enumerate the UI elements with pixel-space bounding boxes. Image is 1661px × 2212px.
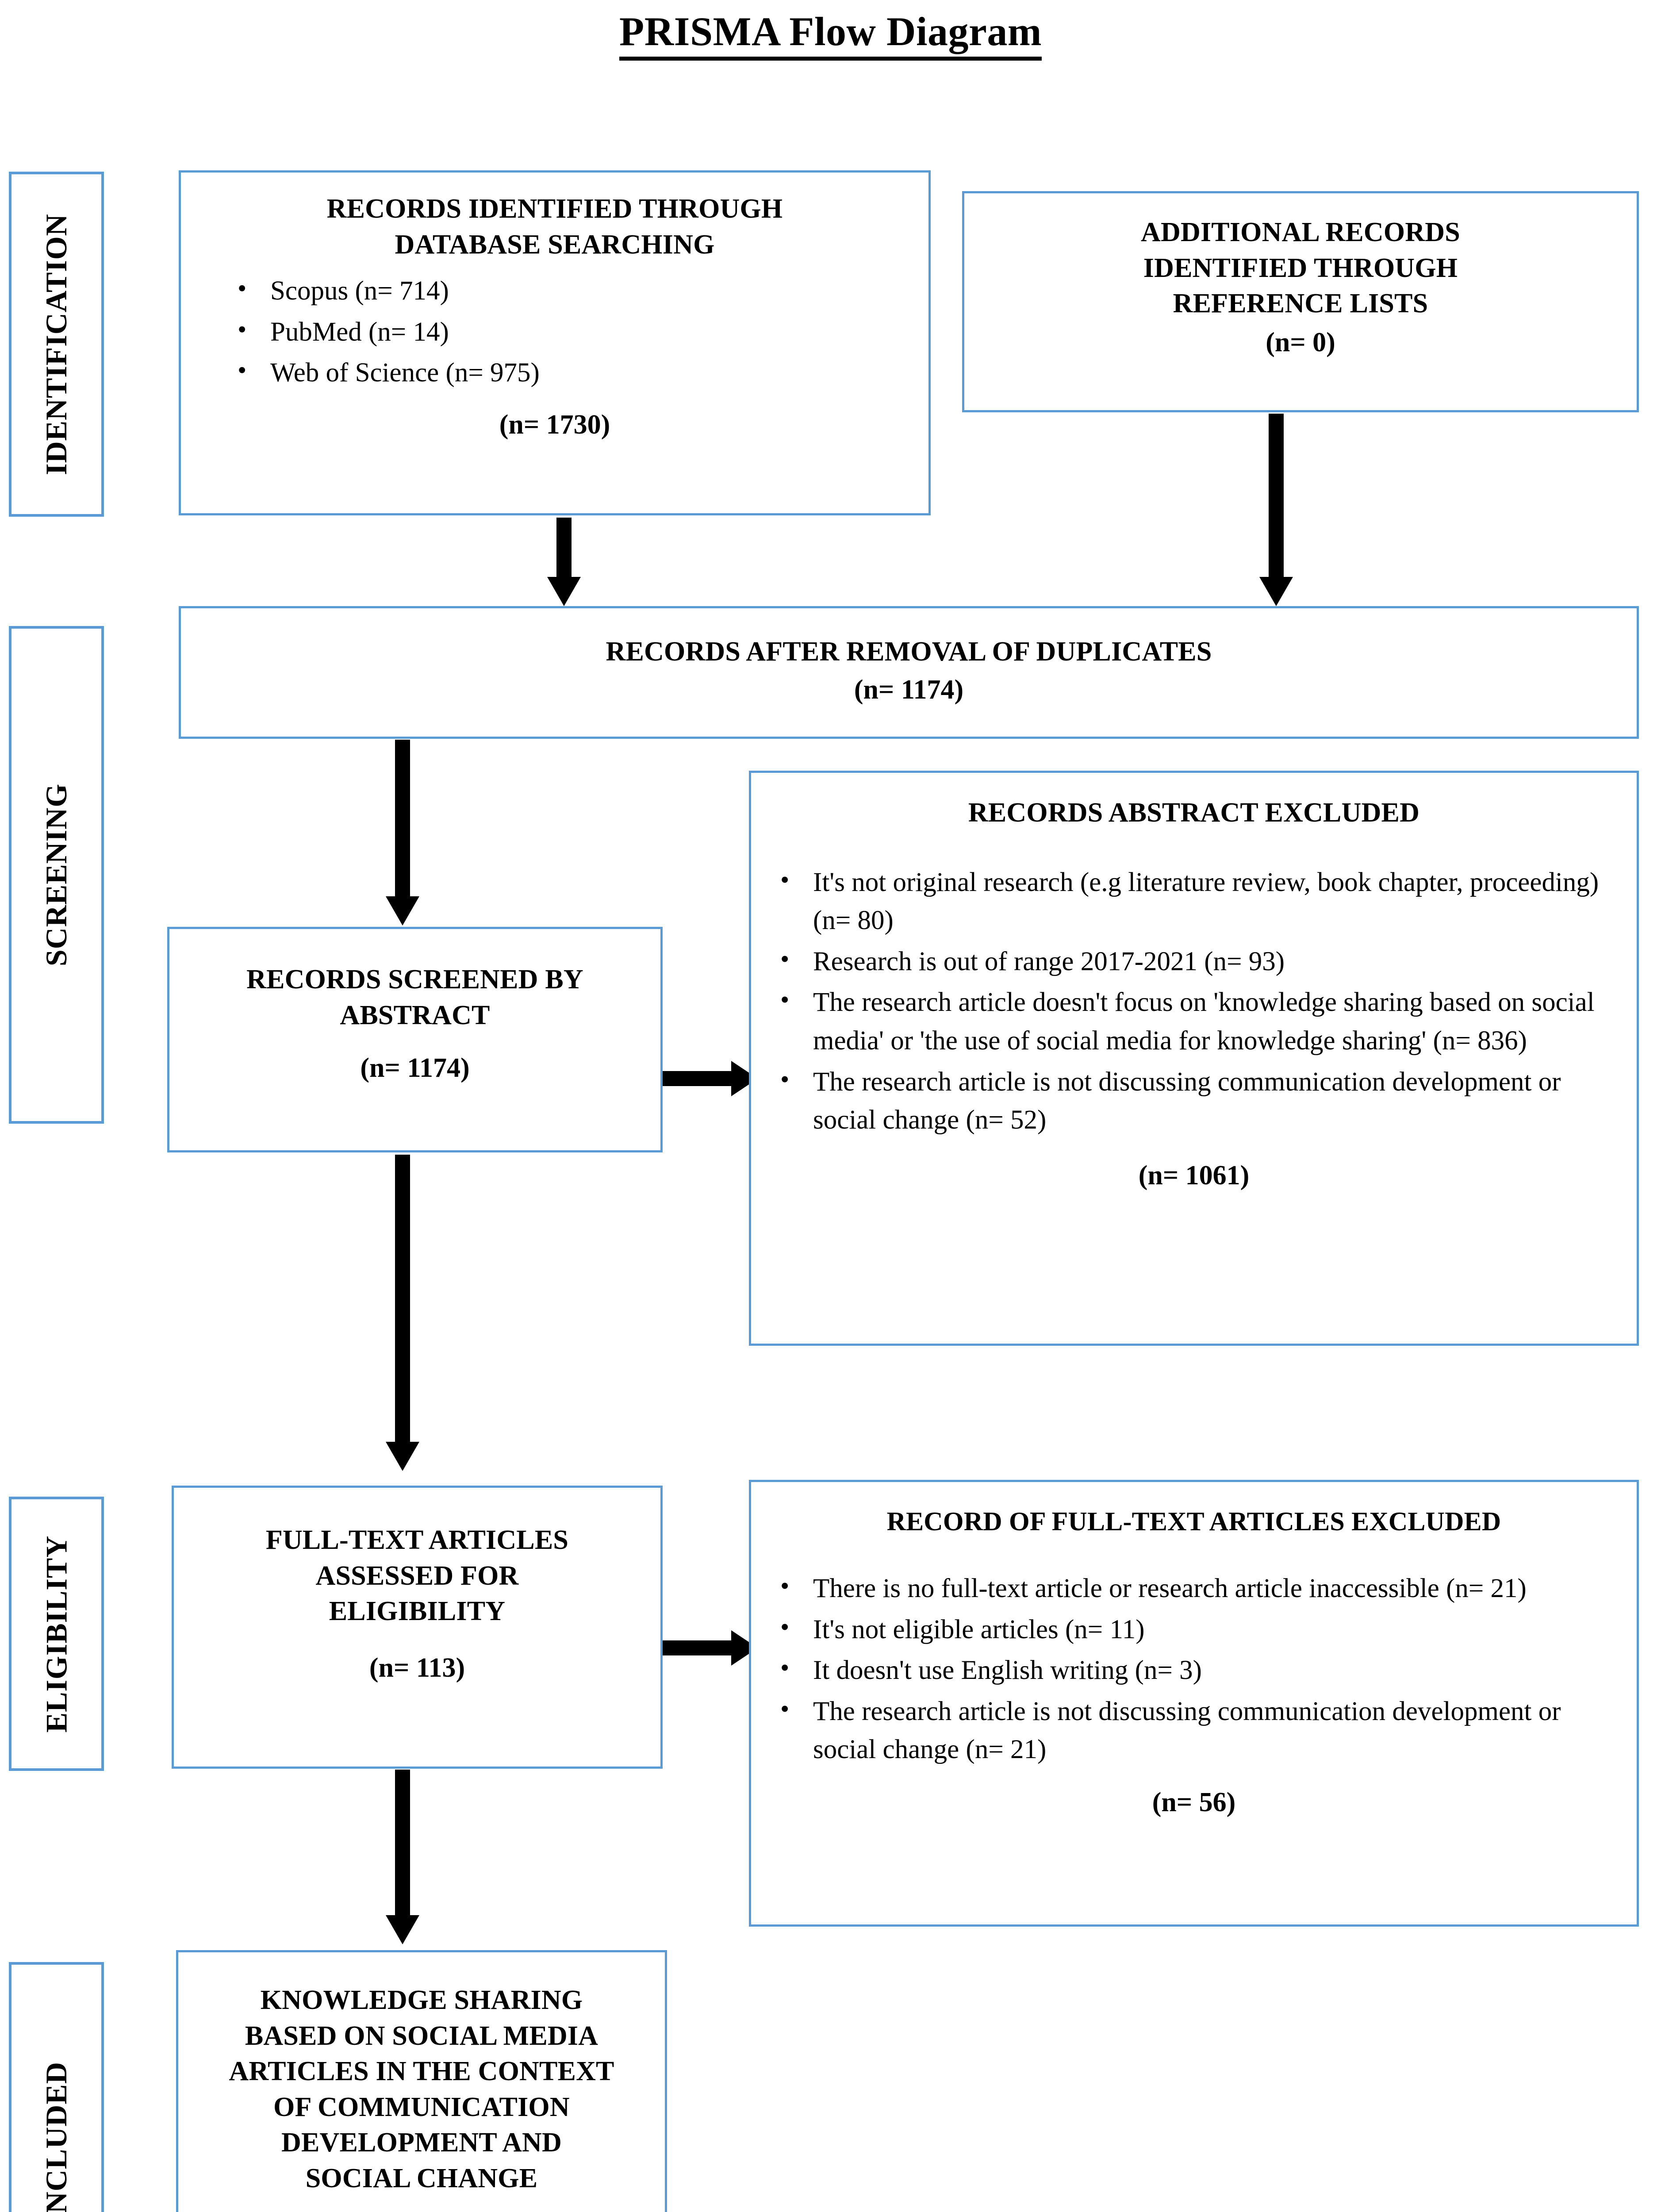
list-item: It's not original research (e.g literatu… bbox=[771, 862, 1617, 940]
box-fulltext-articles-assessed: FULL-TEXT ARTICLES ASSESSED FOR ELIGIBIL… bbox=[172, 1486, 663, 1769]
box-included-heading-line6: SOCIAL CHANGE bbox=[305, 2163, 538, 2193]
stage-label-included: INCLUDED bbox=[9, 1962, 104, 2212]
list-item: Web of Science (n= 975) bbox=[228, 352, 913, 392]
stage-label-eligibility-text: ELIGIBILITY bbox=[39, 1535, 73, 1732]
box-included-knowledge-sharing-articles: KNOWLEDGE SHARING BASED ON SOCIAL MEDIA … bbox=[176, 1950, 667, 2212]
box-included-heading: KNOWLEDGE SHARING BASED ON SOCIAL MEDIA … bbox=[188, 1982, 655, 2197]
list-item: It doesn't use English writing (n= 3) bbox=[771, 1650, 1617, 1690]
box-included-heading-line3: ARTICLES IN THE CONTEXT bbox=[229, 2056, 614, 2087]
box-records-identified-database-searching: RECORDS IDENTIFIED THROUGH DATABASE SEAR… bbox=[179, 170, 931, 515]
arrow-fulltext-to-included bbox=[374, 1770, 431, 1944]
list-item: PubMed (n= 14) bbox=[228, 311, 913, 352]
arrow-screened-to-fulltext bbox=[374, 1155, 431, 1471]
list-item: The research article is not discussing c… bbox=[771, 1061, 1617, 1140]
box-screened-abstract-heading-line1: RECORDS SCREENED BY bbox=[246, 964, 583, 995]
box-additional-records-heading-line1: ADDITIONAL RECORDS bbox=[1141, 217, 1460, 247]
box-abstract-excluded-heading: RECORDS ABSTRACT EXCLUDED bbox=[968, 798, 1420, 828]
box-records-abstract-excluded: RECORDS ABSTRACT EXCLUDED It's not origi… bbox=[749, 771, 1639, 1346]
box-fulltext-assessed-total: (n= 113) bbox=[369, 1652, 465, 1683]
arrow-additional-to-duplicates bbox=[1247, 414, 1305, 606]
list-item: The research article doesn't focus on 'k… bbox=[771, 982, 1617, 1060]
box-additional-records-total: (n= 0) bbox=[1266, 327, 1335, 357]
page-title-text: PRISMA Flow Diagram bbox=[619, 9, 1042, 61]
box-records-screened-by-abstract: RECORDS SCREENED BY ABSTRACT (n= 1174) bbox=[167, 927, 663, 1152]
list-item: The research article is not discussing c… bbox=[771, 1691, 1617, 1769]
arrow-screened-to-abstract-excluded bbox=[663, 1061, 758, 1096]
arrow-duplicates-to-screened bbox=[374, 740, 431, 926]
box-records-identified-heading: RECORDS IDENTIFIED THROUGH DATABASE SEAR… bbox=[197, 191, 913, 262]
box-records-after-removal-duplicates: RECORDS AFTER REMOVAL OF DUPLICATES (n= … bbox=[179, 606, 1639, 739]
box-fulltext-assessed-heading: FULL-TEXT ARTICLES ASSESSED FOR ELIGIBIL… bbox=[185, 1522, 649, 1629]
box-fulltext-excluded-total: (n= 56) bbox=[1152, 1787, 1236, 1818]
stage-label-screening: SCREENING bbox=[9, 626, 104, 1124]
box-fulltext-assessed-heading-line1: FULL-TEXT ARTICLES bbox=[265, 1525, 569, 1555]
stage-label-eligibility: ELIGIBILITY bbox=[9, 1497, 104, 1771]
box-records-identified-total: (n= 1730) bbox=[499, 410, 610, 440]
box-abstract-excluded-total: (n= 1061) bbox=[1138, 1160, 1250, 1190]
stage-label-identification-text: IDENTIFICATION bbox=[39, 213, 73, 475]
box-additional-records-heading-line3: REFERENCE LISTS bbox=[1173, 288, 1428, 319]
stage-label-included-text: INCLUDED bbox=[39, 2061, 73, 2212]
box-fulltext-articles-excluded: RECORD OF FULL-TEXT ARTICLES EXCLUDED Th… bbox=[749, 1480, 1639, 1927]
box-fulltext-assessed-heading-line2: ASSESSED FOR bbox=[315, 1560, 519, 1591]
box-additional-records-heading: ADDITIONAL RECORDS IDENTIFIED THROUGH RE… bbox=[978, 215, 1623, 322]
list-item: Scopus (n= 714) bbox=[228, 270, 913, 311]
box-records-identified-heading-line1: RECORDS IDENTIFIED THROUGH bbox=[326, 194, 783, 224]
box-fulltext-assessed-heading-line3: ELIGIBILITY bbox=[329, 1596, 506, 1627]
box-fulltext-excluded-heading: RECORD OF FULL-TEXT ARTICLES EXCLUDED bbox=[886, 1507, 1501, 1536]
box-included-heading-line5: DEVELOPMENT AND bbox=[281, 2128, 562, 2158]
stage-label-screening-text: SCREENING bbox=[39, 783, 73, 967]
box-included-heading-line4: OF COMMUNICATION bbox=[273, 2092, 570, 2122]
list-item: Research is out of range 2017-2021 (n= 9… bbox=[771, 941, 1617, 981]
page-title: PRISMA Flow Diagram bbox=[0, 8, 1661, 61]
box-after-duplicates-heading: RECORDS AFTER REMOVAL OF DUPLICATES bbox=[606, 637, 1212, 667]
list-item: It's not eligible articles (n= 11) bbox=[771, 1609, 1617, 1649]
arrow-fulltext-to-fulltext-excluded bbox=[663, 1630, 758, 1666]
box-additional-records-reference-lists: ADDITIONAL RECORDS IDENTIFIED THROUGH RE… bbox=[962, 191, 1639, 412]
arrow-database-to-duplicates bbox=[535, 518, 593, 606]
box-records-identified-heading-line2: DATABASE SEARCHING bbox=[395, 229, 715, 260]
box-screened-abstract-heading: RECORDS SCREENED BY ABSTRACT bbox=[181, 962, 649, 1033]
box-screened-abstract-total: (n= 1174) bbox=[360, 1053, 470, 1083]
box-screened-abstract-heading-line2: ABSTRACT bbox=[340, 1000, 490, 1030]
box-additional-records-heading-line2: IDENTIFIED THROUGH bbox=[1143, 253, 1458, 283]
box-included-heading-line2: BASED ON SOCIAL MEDIA bbox=[245, 2020, 598, 2051]
box-abstract-excluded-reason-list: It's not original research (e.g literatu… bbox=[771, 862, 1617, 1140]
list-item: There is no full-text article or researc… bbox=[771, 1568, 1617, 1608]
box-fulltext-excluded-reason-list: There is no full-text article or researc… bbox=[771, 1568, 1617, 1769]
box-records-identified-source-list: Scopus (n= 714) PubMed (n= 14) Web of Sc… bbox=[197, 270, 913, 392]
box-after-duplicates-total: (n= 1174) bbox=[854, 674, 964, 705]
stage-label-identification: IDENTIFICATION bbox=[9, 172, 104, 517]
box-included-heading-line1: KNOWLEDGE SHARING bbox=[260, 1985, 583, 2015]
